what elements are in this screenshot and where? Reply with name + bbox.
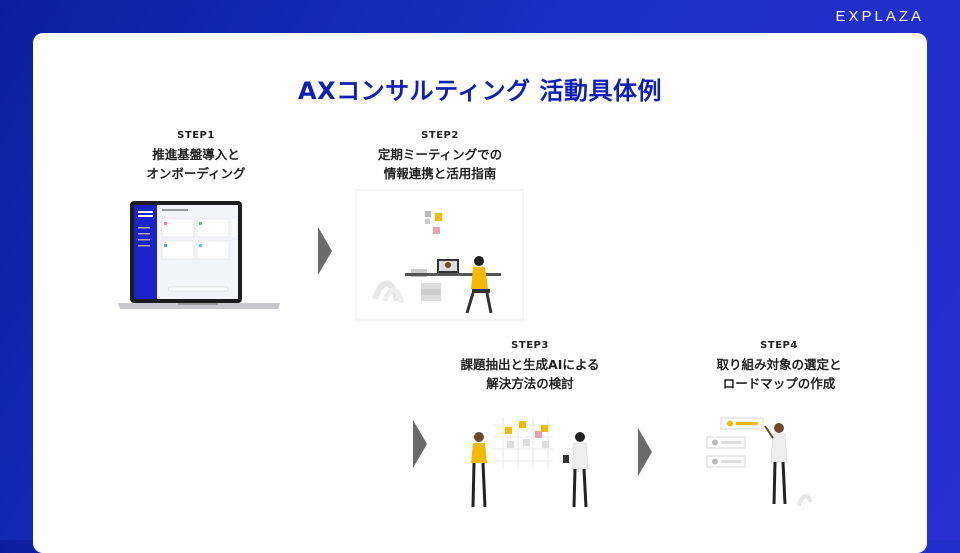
analysis-illustration (471, 417, 589, 508)
step-3-label: STEP3 (511, 340, 549, 351)
arrow-right-icon (638, 428, 652, 476)
step-4: STEP4 取り組み対象の選定と ロードマップの作成 (689, 340, 869, 393)
step-3: STEP3 課題抽出と生成AIによる 解決方法の検討 (440, 340, 620, 393)
step-4-text: 取り組み対象の選定と ロードマップの作成 (716, 357, 842, 391)
step-4-label: STEP4 (760, 340, 798, 351)
laptop-illustration (118, 201, 280, 309)
arrow-right-icon (318, 227, 332, 275)
content-card: AXコンサルティング 活動具体例 STEP1 推進基盤導入と オンボーディング … (33, 33, 927, 553)
roadmap-illustration (706, 417, 813, 507)
step-2-text: 定期ミーティングでの 情報連携と活用指南 (377, 147, 503, 181)
step-2-label: STEP2 (421, 130, 459, 141)
step-2: STEP2 定期ミーティングでの 情報連携と活用指南 (350, 130, 530, 183)
step-3-text: 課題抽出と生成AIによる 解決方法の検討 (460, 357, 600, 391)
brand-logo: EXPLAZA (835, 8, 924, 25)
meeting-illustration (355, 189, 524, 321)
step-1-text: 推進基盤導入と オンボーディング (146, 147, 246, 181)
page-title: AXコンサルティング 活動具体例 (298, 77, 662, 105)
step-1-label: STEP1 (177, 130, 215, 141)
arrow-right-icon (413, 420, 427, 468)
step-1: STEP1 推進基盤導入と オンボーディング (116, 130, 276, 183)
